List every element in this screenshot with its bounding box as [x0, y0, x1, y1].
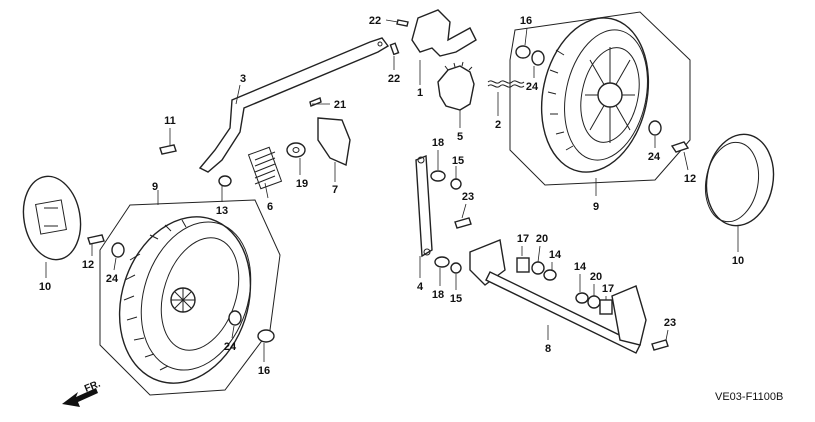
- part-label-14a: 14: [549, 249, 562, 261]
- part-label-6: 6: [267, 201, 273, 213]
- left-wheel: [118, 216, 252, 384]
- part-label-7: 7: [332, 184, 338, 196]
- part-label-3: 3: [240, 73, 246, 85]
- right-wheel: [540, 17, 650, 173]
- left-wheel-assembly-outline: [99, 199, 281, 396]
- part-label-22b: 22: [388, 73, 400, 85]
- part-label-24b: 24: [648, 151, 661, 163]
- part-label-12a: 12: [82, 259, 94, 271]
- part-label-14b: 14: [574, 261, 587, 273]
- bracket-7: [317, 117, 351, 167]
- height-adjuster-rod: [198, 37, 390, 173]
- part-label-16a: 16: [258, 365, 270, 377]
- part-label-19: 19: [296, 178, 308, 190]
- part-label-15a: 15: [452, 155, 464, 167]
- part-label-9b: 9: [593, 201, 599, 213]
- washer-19: [286, 142, 306, 158]
- part-label-24c: 24: [106, 273, 119, 285]
- part-labels: 1 2 3 4 5 6 7 8 9 9 10 10 11 12 12 13 14…: [39, 15, 744, 377]
- part-label-16b: 16: [520, 15, 532, 27]
- part-label-18a: 18: [432, 137, 444, 149]
- part-label-10b: 10: [732, 255, 744, 267]
- part-label-20b: 20: [590, 271, 602, 283]
- hardware: [87, 19, 690, 351]
- part-label-5: 5: [457, 131, 463, 143]
- part-label-4: 4: [417, 281, 424, 293]
- right-hub-cap: [704, 133, 775, 227]
- part-label-20a: 20: [536, 233, 548, 245]
- part-label-23b: 23: [664, 317, 676, 329]
- part-label-22a: 22: [369, 15, 381, 27]
- part-label-13: 13: [216, 205, 228, 217]
- part-label-2: 2: [495, 119, 501, 131]
- part-label-10a: 10: [39, 281, 51, 293]
- lever-bracket: [411, 9, 477, 57]
- spring-2: [487, 80, 525, 88]
- direction-label: FR.: [83, 378, 102, 394]
- left-hub-cap: [22, 175, 82, 261]
- part-label-12b: 12: [684, 173, 696, 185]
- part-label-11: 11: [164, 115, 176, 127]
- part-label-1: 1: [417, 87, 423, 99]
- part-label-24a: 24: [526, 81, 539, 93]
- part-label-23a: 23: [462, 191, 474, 203]
- part-label-17b: 17: [602, 283, 614, 295]
- part-label-15b: 15: [450, 293, 462, 305]
- right-wheel-assembly-outline: [509, 11, 691, 186]
- leader-lines: [45, 19, 739, 362]
- part-label-18b: 18: [432, 289, 444, 301]
- diagram-code: VE03-F1100B: [715, 391, 783, 403]
- front-direction-arrow: FR.: [62, 378, 102, 407]
- link-rod: [415, 154, 433, 258]
- part-label-24d: 24: [224, 341, 237, 353]
- spring-6: [247, 146, 283, 190]
- ratchet-plate: [437, 65, 475, 111]
- axle-shaft: [469, 239, 647, 354]
- part-label-21: 21: [334, 99, 346, 111]
- part-label-8: 8: [545, 343, 551, 355]
- part-label-9a: 9: [152, 181, 158, 193]
- part-label-17a: 17: [517, 233, 529, 245]
